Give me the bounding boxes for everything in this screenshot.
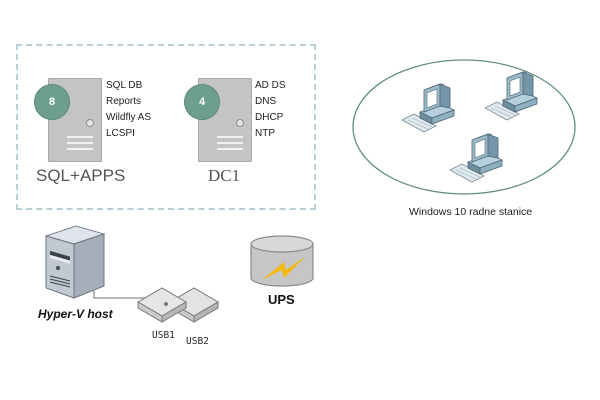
service-item: SQL DB <box>106 80 143 91</box>
hyper-v-host-label: Hyper-V host <box>38 307 113 321</box>
service-item: AD DS <box>255 80 286 91</box>
ups-icon <box>250 235 314 287</box>
ups-label: UPS <box>268 292 295 307</box>
usb1-label: USB1 <box>152 330 175 341</box>
workstations-ellipse <box>352 59 576 195</box>
lightning-bolt-icon <box>262 256 306 280</box>
cpu-count-badge: 8 <box>34 84 70 120</box>
workstations-label: Windows 10 radne stanice <box>409 206 533 218</box>
cpu-count-badge: 4 <box>184 84 220 120</box>
service-item: NTP <box>255 128 275 139</box>
server-name: DC1 <box>208 166 241 185</box>
hyper-v-host-server-icon <box>44 225 106 299</box>
sql-apps-server-icon <box>48 78 102 162</box>
usb-devices <box>137 287 219 323</box>
virtual-machines-group <box>16 44 316 210</box>
workstations-group <box>352 59 576 195</box>
server-name: SQL+APPS <box>36 166 126 185</box>
service-item: Reports <box>106 96 142 107</box>
service-item: DNS <box>255 96 277 107</box>
usb2-label: USB2 <box>186 336 209 347</box>
dc1-services: AD DS DNS DHCP NTP <box>255 78 286 142</box>
sql-apps-services: SQL DB Reports Wildfly AS LCSPI <box>106 78 151 142</box>
service-item: DHCP <box>255 112 284 123</box>
service-item: LCSPI <box>106 128 135 139</box>
usb1-drive-icon <box>137 287 187 323</box>
service-item: Wildfly AS <box>106 112 152 123</box>
